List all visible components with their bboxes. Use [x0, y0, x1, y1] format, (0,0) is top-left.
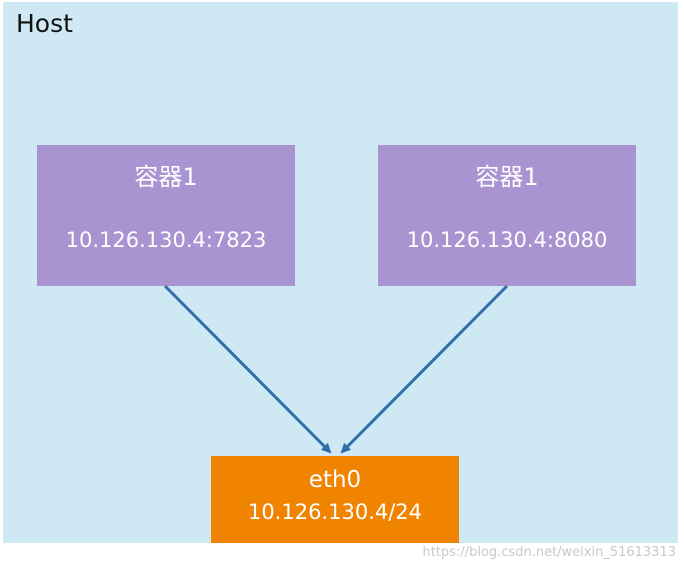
watermark-text: https://blog.csdn.net/weixin_51613313	[422, 545, 676, 560]
container-address: 10.126.130.4:7823	[65, 228, 267, 252]
network-interface-box: eth0 10.126.130.4/24	[211, 456, 459, 543]
arrow-right-to-eth0	[340, 284, 509, 454]
container-address: 10.126.130.4:8080	[406, 228, 608, 252]
container-title: 容器1	[475, 163, 539, 191]
container-title: 容器1	[134, 163, 198, 191]
arrow-left-to-eth0	[163, 284, 332, 454]
interface-address: 10.126.130.4/24	[247, 500, 423, 524]
container-box-right: 容器1 10.126.130.4:8080	[378, 145, 636, 286]
interface-name: eth0	[308, 467, 362, 493]
host-label: Host	[16, 9, 73, 38]
container-box-left: 容器1 10.126.130.4:7823	[37, 145, 295, 286]
